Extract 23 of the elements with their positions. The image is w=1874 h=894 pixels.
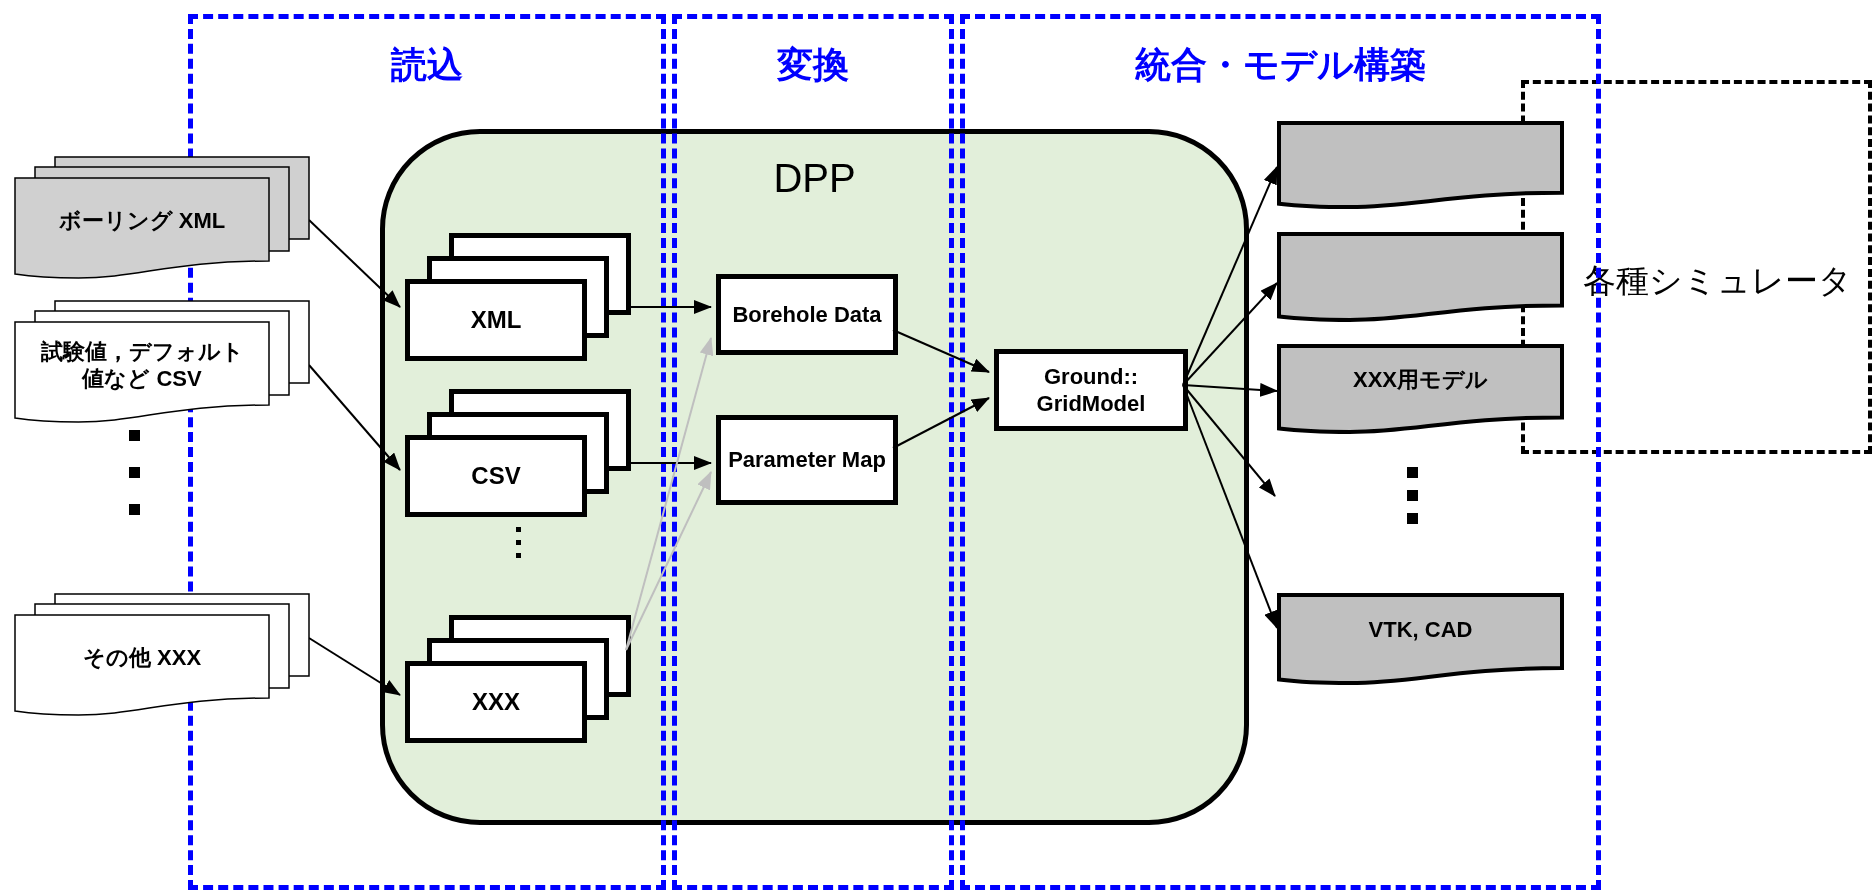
arrow [892, 397, 990, 449]
process-box: Ground:: GridModel [994, 349, 1188, 431]
arrow [625, 337, 714, 651]
arrow [1182, 282, 1278, 386]
output-document: XXX用モデル [1277, 344, 1564, 434]
arrow [1182, 384, 1278, 629]
container-heading: DPP [773, 156, 856, 201]
arrow [625, 471, 712, 651]
arrow [308, 637, 401, 696]
arrow [1182, 166, 1278, 386]
output-document: VTK, CAD [1277, 593, 1564, 685]
output-document [1277, 232, 1564, 322]
arrow [1182, 384, 1276, 497]
process-box: Parameter Map [716, 415, 898, 505]
arrow [308, 364, 401, 471]
arrow [308, 219, 401, 308]
process-container [380, 129, 1249, 825]
process-box: Borehole Data [716, 274, 898, 355]
section-heading: 変換 [777, 43, 849, 87]
arrow [892, 329, 990, 373]
section-heading: 統合・モデル構築 [1135, 43, 1426, 87]
output-document [1277, 121, 1564, 209]
section-heading: 読込 [391, 43, 463, 87]
